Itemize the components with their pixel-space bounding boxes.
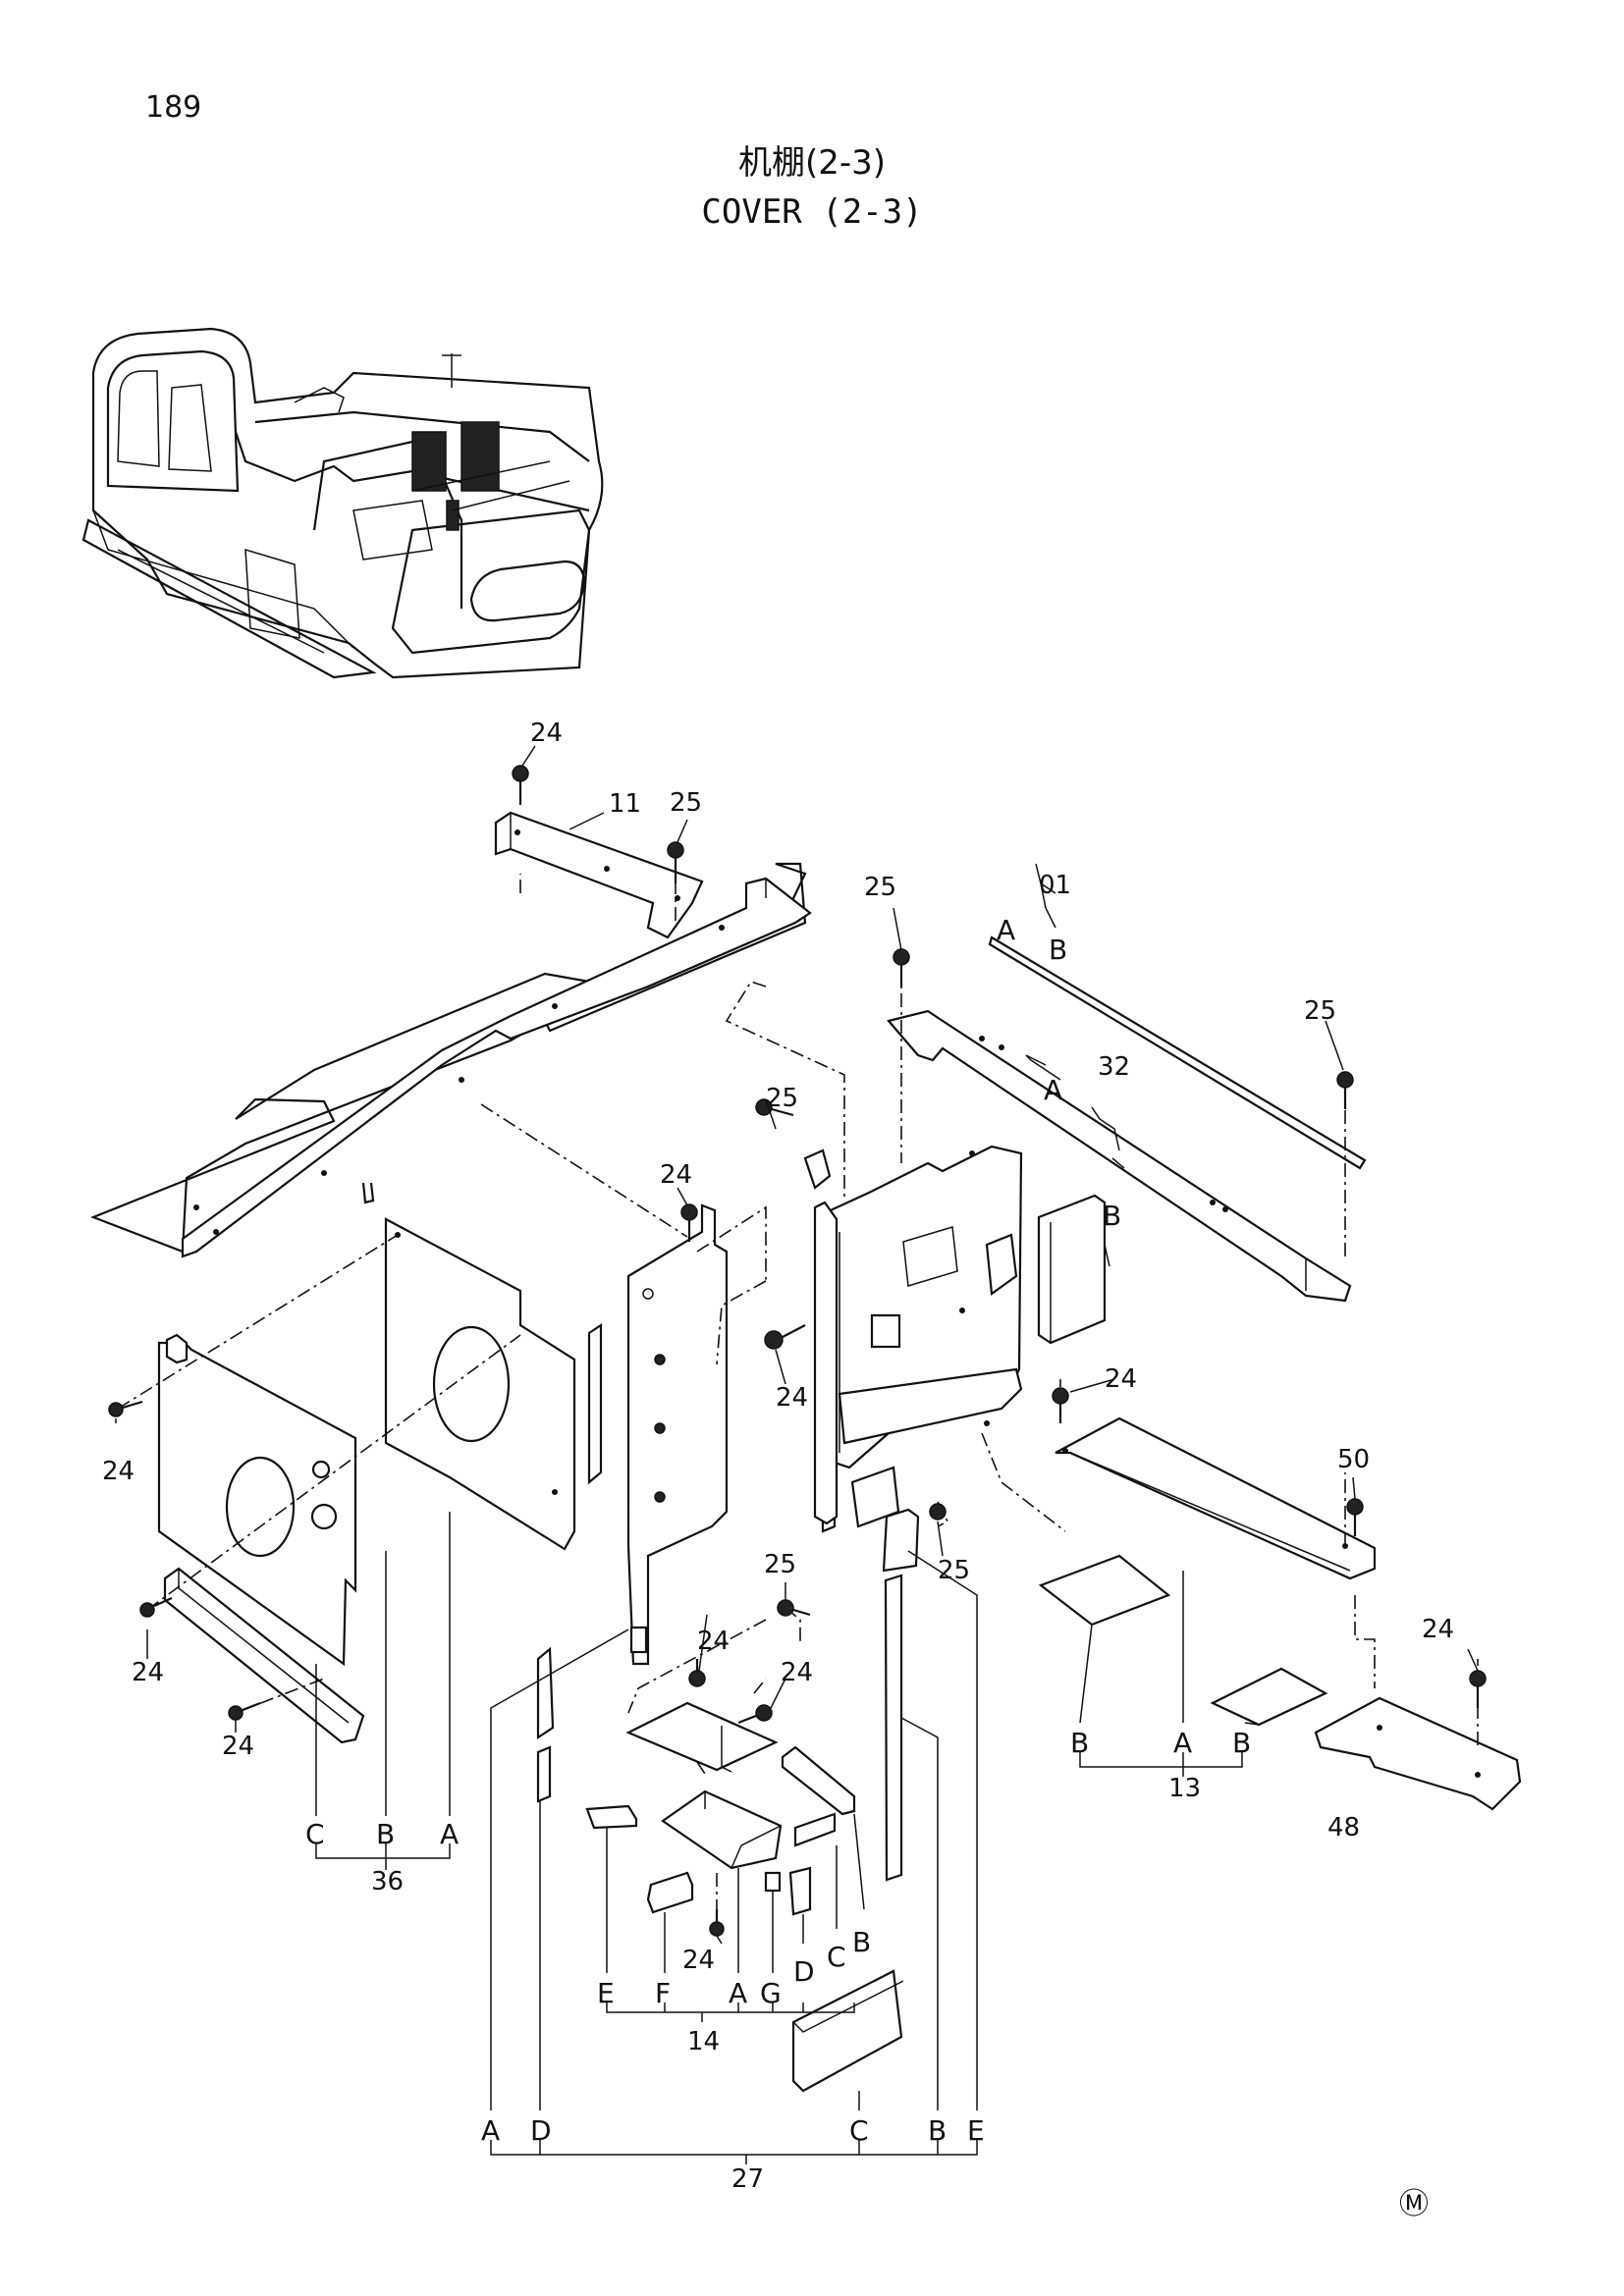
part-27-pieces <box>536 1508 920 2093</box>
title-english: COVER (2-3) <box>701 192 923 232</box>
callout-32-A: A <box>1044 1074 1062 1106</box>
callout-25: 25 <box>864 873 896 902</box>
group-14-labels: E F A G D C B 14 <box>597 1926 871 2056</box>
group-27-letter: C <box>849 2114 869 2147</box>
group-36-number: 36 <box>371 1867 404 1896</box>
callout-24: 24 <box>682 1946 715 1975</box>
bolt-fasteners <box>108 765 1487 1937</box>
group-27-labels: A D C B E 27 <box>481 2114 985 2194</box>
right-box-frame <box>803 1145 1023 1533</box>
callout-01-B: B <box>1049 934 1067 966</box>
callout-11: 11 <box>609 789 641 819</box>
part-13-sheets <box>1038 1554 1328 1727</box>
group-27-letter: E <box>967 2114 985 2147</box>
group-14-letter: B <box>852 1926 871 1958</box>
excavator-overview-illustration <box>81 327 604 679</box>
group-36-labels: C B A 36 <box>305 1818 459 1896</box>
callout-24: 24 <box>660 1160 692 1190</box>
part-32-block <box>1037 1194 1107 1345</box>
group-13-number: 13 <box>1168 1774 1201 1803</box>
manufacturer-mark: Ⓜ <box>1399 2187 1429 2221</box>
callout-01-A: A <box>997 914 1015 946</box>
callout-25: 25 <box>764 1550 796 1579</box>
callout-24: 24 <box>222 1732 254 1761</box>
callout-25: 25 <box>670 788 702 818</box>
group-27-letter: D <box>530 2114 552 2147</box>
group-27-letter: B <box>928 2114 947 2147</box>
callout-25: 25 <box>766 1084 798 1113</box>
callout-24: 24 <box>697 1627 730 1656</box>
callout-24: 24 <box>1422 1615 1454 1644</box>
group-36-letter: C <box>305 1818 325 1850</box>
group-36-letter: A <box>440 1818 459 1850</box>
group-13-letter: B <box>1232 1727 1251 1759</box>
group-14-letter: C <box>827 1941 846 1973</box>
group-14-number: 14 <box>687 2027 720 2056</box>
group-14-letter: G <box>760 1977 782 2009</box>
part-14-pieces <box>585 1701 856 1916</box>
callout-01: 01 <box>1039 871 1071 900</box>
group-13-labels: B A B 13 <box>1070 1727 1251 1803</box>
group-27-letter: A <box>481 2114 500 2147</box>
callout-24: 24 <box>132 1658 164 1687</box>
group-14-letter: F <box>655 1977 671 2009</box>
callout-24: 24 <box>776 1383 808 1413</box>
callout-24: 24 <box>781 1658 813 1687</box>
part-48-plate <box>1314 1696 1522 1811</box>
callout-32: 32 <box>1098 1052 1130 1082</box>
callout-24: 24 <box>1105 1364 1137 1394</box>
part-50-plate <box>1055 1416 1377 1580</box>
rear-panel-with-opening <box>384 1217 576 1551</box>
callout-24: 24 <box>102 1457 135 1486</box>
group-14-letter: E <box>597 1977 615 2009</box>
part-11-bracket <box>494 811 704 939</box>
callout-numbers: 24 11 25 25 01 A B 25 25 24 32 A B 24 24… <box>102 719 1454 1975</box>
callout-25: 25 <box>1304 996 1336 1026</box>
center-vertical-panel <box>587 1203 729 1666</box>
assembly-center-lines <box>117 854 1479 1909</box>
leader-lines <box>115 745 1479 2164</box>
callout-25: 25 <box>938 1556 970 1585</box>
callout-32-B: B <box>1103 1200 1121 1232</box>
callout-50: 50 <box>1337 1445 1370 1474</box>
title-chinese: 机棚(2-3) <box>737 143 887 183</box>
page-number: 189 <box>145 90 202 125</box>
group-13-letter: A <box>1173 1727 1192 1759</box>
group-14-letter: D <box>793 1955 815 1988</box>
callout-48: 48 <box>1327 1813 1360 1842</box>
long-top-cover-panel <box>89 862 812 1258</box>
group-36-letter: B <box>376 1818 395 1850</box>
left-side-panel <box>157 1333 357 1667</box>
group-13-letter: B <box>1070 1727 1089 1759</box>
part-01-rail <box>887 935 1367 1303</box>
group-14-letter: A <box>729 1977 747 2009</box>
group-27-number: 27 <box>731 2164 764 2194</box>
callout-24: 24 <box>530 719 563 748</box>
